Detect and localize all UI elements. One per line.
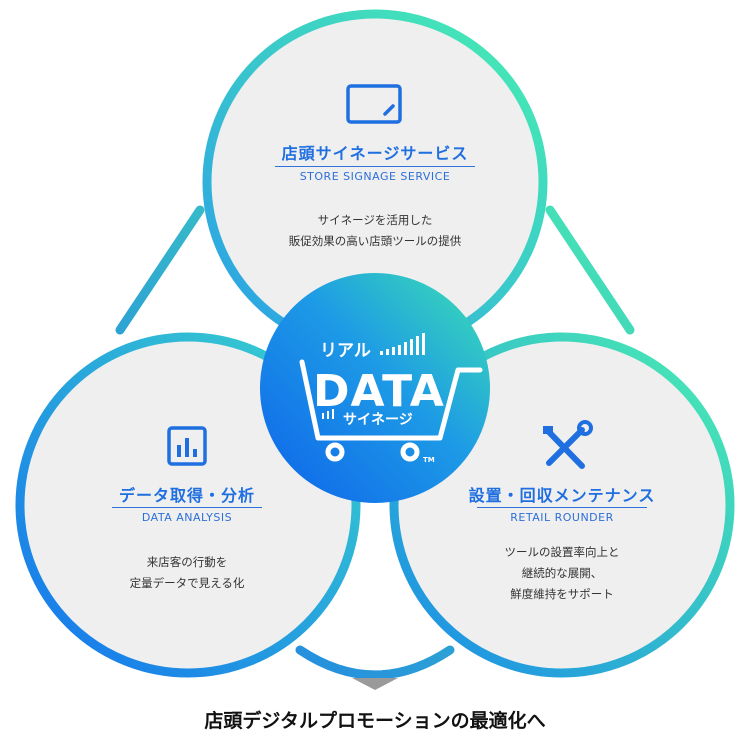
store-signage-desc-2: 販促効果の高い店頭ツールの提供 xyxy=(288,234,462,248)
cart-icon xyxy=(299,359,483,462)
store-signage-subtitle: STORE SIGNAGE SERVICE xyxy=(299,170,451,183)
data-analysis-desc-2: 定量データで見える化 xyxy=(129,576,245,590)
signal-bars-icon xyxy=(380,333,425,355)
data-analysis-title: データ取得・分析 xyxy=(118,486,255,505)
signal-bars-small-icon xyxy=(322,409,334,419)
store-signage-desc-1: サイネージを活用した xyxy=(317,213,433,227)
data-analysis-desc-1: 来店客の行動を xyxy=(146,555,228,569)
retail-rounder-subtitle: RETAIL ROUNDER xyxy=(510,511,614,524)
store-signage-title: 店頭サイネージサービス xyxy=(281,144,469,163)
bar-chart-icon xyxy=(167,426,207,466)
monitor-icon xyxy=(346,84,402,124)
retail-rounder-title: 設置・回収メンテナンス xyxy=(468,486,656,505)
retail-rounder-desc-1: ツールの設置率向上と xyxy=(504,545,620,559)
logo-tm-text: TM xyxy=(423,456,435,464)
retail-rounder-desc-3: 鮮度維持をサポート xyxy=(510,587,614,601)
logo-circle xyxy=(260,273,490,503)
retail-rounder-desc-2: 継続的な展開、 xyxy=(521,566,603,580)
store-signage-divider xyxy=(275,166,475,167)
down-arrow-icon xyxy=(352,678,398,690)
footer-caption: 店頭デジタルプロモーションの最適化へ xyxy=(204,710,546,732)
logo-main-text: DATA xyxy=(313,366,445,417)
tools-icon xyxy=(543,420,593,469)
outer-rim xyxy=(115,205,635,680)
logo-bottom-text: サイネージ xyxy=(343,412,413,428)
data-analysis-divider xyxy=(112,507,262,508)
retail-rounder-divider xyxy=(477,507,647,508)
logo-top-text: リアル xyxy=(320,341,371,361)
data-analysis-subtitle: DATA ANALYSIS xyxy=(141,511,233,524)
